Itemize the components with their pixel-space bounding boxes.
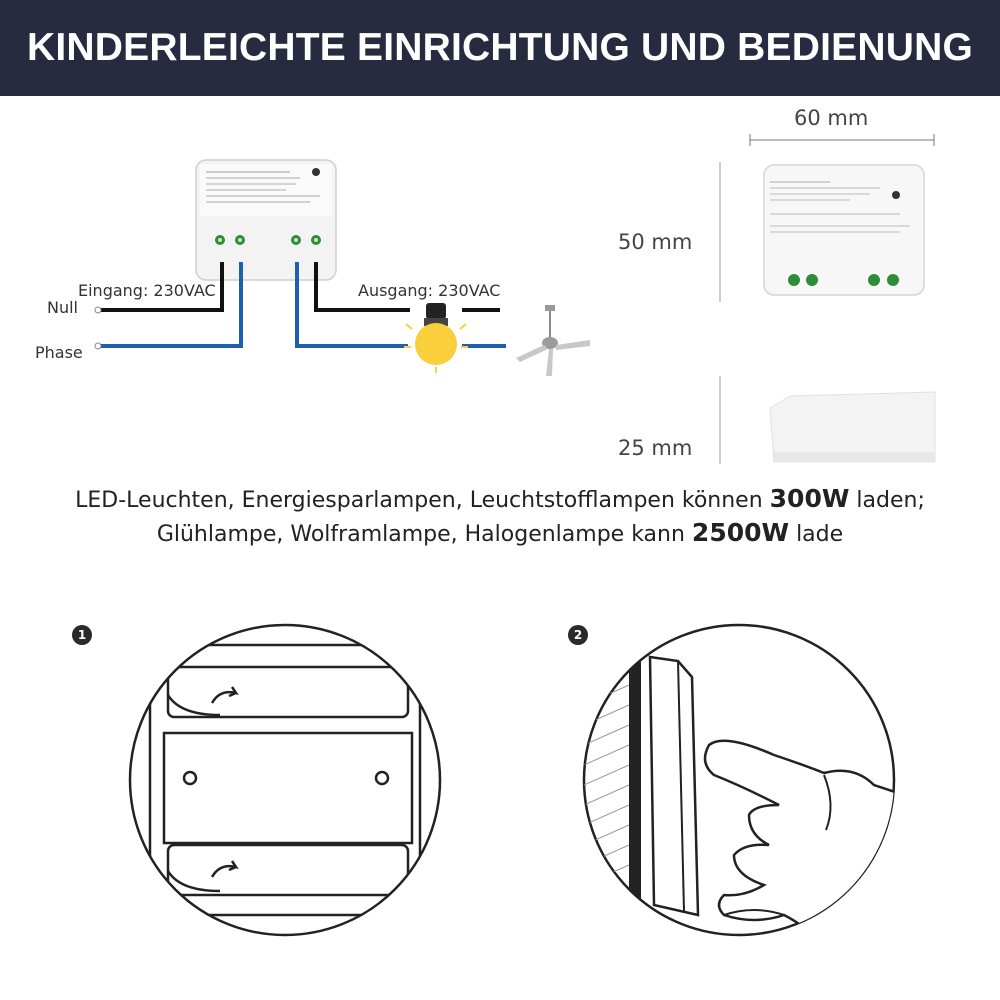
wiring-lines xyxy=(94,134,936,464)
relay-side-view-icon xyxy=(769,391,936,463)
relay-receiver-icon xyxy=(195,159,337,281)
spec-line-2: Glühlampe, Wolframlampe, Halogenlampe ka… xyxy=(0,518,1000,547)
step-1-badge: 1 xyxy=(72,625,92,645)
spec-line-1: LED-Leuchten, Energiesparlampen, Leuchts… xyxy=(0,484,1000,513)
spec-line-2-suffix: lade xyxy=(789,522,844,547)
step-2-badge: 2 xyxy=(568,625,588,645)
spec-line-1-text: LED-Leuchten, Energiesparlampen, Leuchts… xyxy=(75,488,770,513)
height-dimension: 50 mm xyxy=(618,230,693,254)
width-dimension: 60 mm xyxy=(794,106,869,130)
light-bulb-icon xyxy=(404,303,468,373)
input-label: Eingang: 230VAC xyxy=(78,281,216,300)
spec-line-2-value: 2500W xyxy=(691,518,790,547)
depth-dimension: 25 mm xyxy=(618,436,693,460)
header-banner: KINDERLEICHTE EINRICHTUNG UND BEDIENUNG xyxy=(0,0,1000,96)
ceiling-fan-icon xyxy=(516,305,590,376)
spec-line-1-value: 300W xyxy=(769,484,850,513)
finger-press-switch-icon xyxy=(582,623,896,937)
spec-line-1-suffix: laden; xyxy=(849,488,925,513)
page-title: KINDERLEICHTE EINRICHTUNG UND BEDIENUNG xyxy=(27,26,973,69)
neutral-label: Null xyxy=(47,298,78,317)
phase-label: Phase xyxy=(35,343,83,362)
spec-line-2-text: Glühlampe, Wolframlampe, Halogenlampe ka… xyxy=(156,522,692,547)
relay-top-view-icon xyxy=(763,164,925,296)
output-label: Ausgang: 230VAC xyxy=(358,281,501,300)
wall-plate-mounting-icon xyxy=(128,623,442,937)
